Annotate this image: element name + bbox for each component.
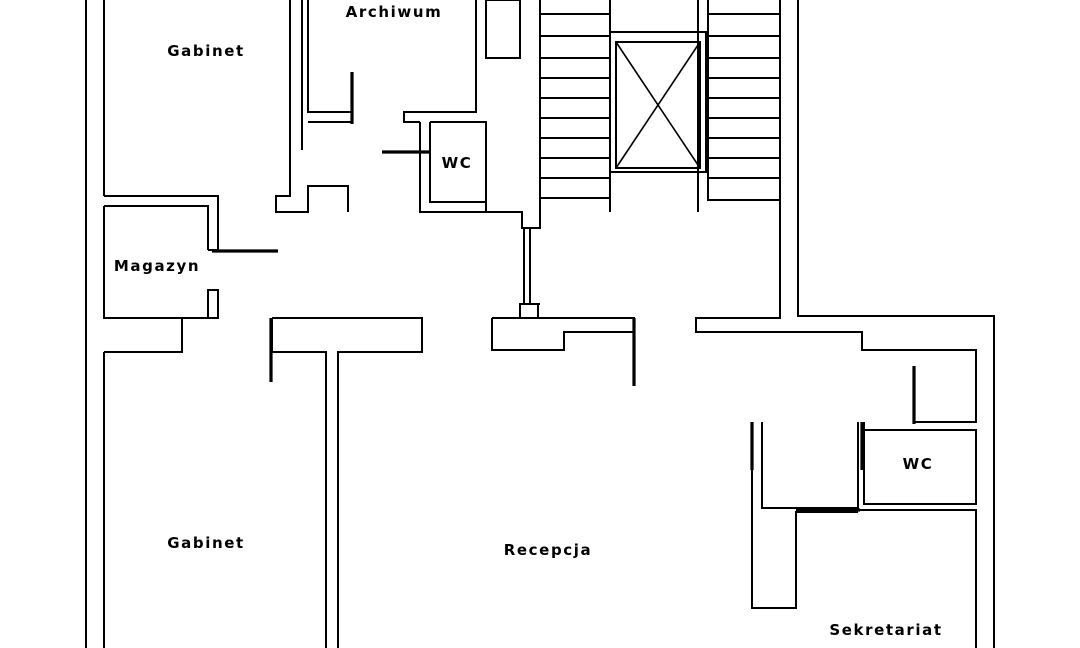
stair-core-walls	[491, 0, 780, 351]
room-label-wc-right: WC	[902, 455, 934, 473]
room-label-wc-top: WC	[441, 154, 473, 172]
gabinet-bottom-walls	[104, 317, 423, 648]
staircase-icon	[540, 13, 780, 199]
room-label-archiwum: Archiwum	[345, 3, 443, 21]
room-label-magazyn: Magazyn	[113, 257, 201, 275]
gabinet-top-walls	[104, 0, 349, 250]
magazyn-walls	[103, 205, 219, 353]
room-label-sekretariat: Sekretariat	[829, 621, 943, 639]
door-leaves	[212, 72, 916, 512]
room-label-gabinet-top: Gabinet	[167, 42, 245, 60]
room-label-gabinet-bottom: Gabinet	[167, 534, 245, 552]
right-wing-walls	[751, 350, 977, 648]
wc-top-walls	[419, 121, 540, 229]
elevator-shaft-icon	[609, 31, 707, 173]
room-label-recepcja: Recepcja	[503, 541, 593, 559]
archiwum-walls	[307, 0, 521, 123]
